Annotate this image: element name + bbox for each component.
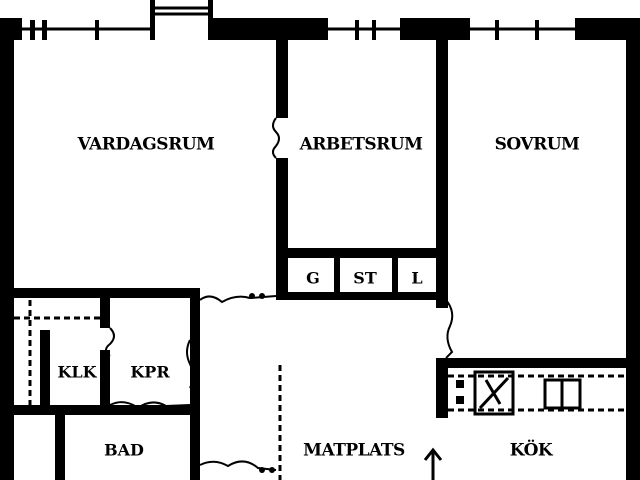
room-labels: VARDAGSRUM ARBETSRUM SOVRUM KLK KPR BAD … — [57, 135, 580, 461]
interior-walls — [0, 40, 640, 480]
closet-label-st: ST — [353, 269, 377, 288]
closet-label-l: L — [411, 269, 422, 288]
arrow-up-icon — [423, 447, 443, 480]
room-label-sovrum: SOVRUM — [495, 135, 580, 155]
door-swings — [105, 117, 454, 473]
closet-labels: G ST L — [306, 269, 422, 288]
room-label-kpr: KPR — [130, 363, 170, 382]
room-label-kok: KÖK — [510, 440, 554, 461]
room-label-vardagsrum: VARDAGSRUM — [77, 135, 215, 155]
room-label-klk: KLK — [57, 363, 97, 382]
room-label-bad: BAD — [104, 441, 144, 460]
kitchen-fixtures — [456, 370, 582, 416]
stove-icon — [473, 370, 515, 416]
room-label-matplats: MATPLATS — [303, 441, 405, 461]
closet-label-g: G — [306, 269, 320, 288]
dashed-lines — [14, 300, 626, 480]
room-label-arbetsrum: ARBETSRUM — [299, 135, 424, 155]
